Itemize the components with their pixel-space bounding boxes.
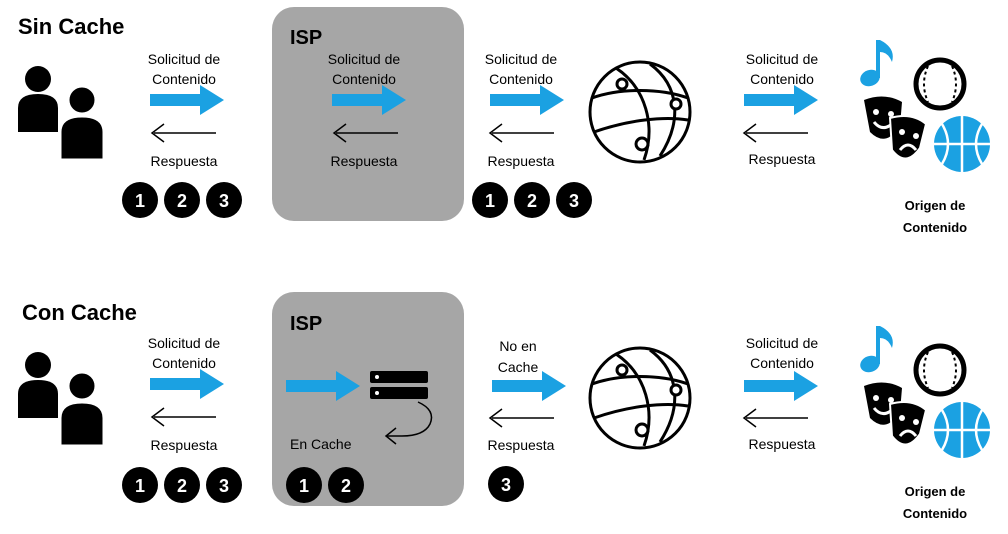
badge-group: 1 2 3: [122, 182, 242, 218]
request-label: Contenido: [332, 71, 396, 87]
response-arrow-icon: [489, 408, 555, 428]
request-arrow-icon: [150, 85, 224, 115]
response-label: Respuesta: [488, 437, 555, 453]
response-arrow-icon: [151, 407, 217, 427]
badge-group: 3: [488, 466, 524, 502]
badge-1: [472, 182, 508, 218]
request-arrow-icon: [492, 371, 566, 401]
response-label: Respuesta: [749, 151, 816, 167]
users-icon: [16, 64, 106, 162]
users-icon: [16, 350, 106, 448]
badge-number: 1: [135, 476, 145, 496]
origin-label: Origen de: [905, 484, 966, 499]
badge-1: [122, 182, 158, 218]
request-label: Solicitud de: [148, 335, 221, 351]
badge-number: 3: [569, 191, 579, 211]
request-label: Contenido: [750, 355, 814, 371]
badge-number: 1: [135, 191, 145, 211]
request-arrow-icon: [490, 85, 564, 115]
request-arrow-icon: [744, 371, 818, 401]
response-arrow-icon: [743, 123, 809, 143]
content-origin-icon: [858, 40, 990, 172]
badge-number: 3: [219, 476, 229, 496]
response-label: Respuesta: [488, 153, 555, 169]
badge-3: [206, 467, 242, 503]
badge-group: 1 2: [286, 467, 364, 503]
request-label: Solicitud de: [746, 335, 819, 351]
response-arrow-icon: [489, 123, 555, 143]
request-arrow-icon: [150, 369, 224, 399]
badge-2: [164, 467, 200, 503]
badge-2: [328, 467, 364, 503]
badge-1: [122, 467, 158, 503]
request-label: Solicitud de: [746, 51, 819, 67]
isp-box: [272, 292, 464, 506]
badge-number: 2: [341, 476, 351, 496]
response-label: Respuesta: [331, 153, 398, 169]
cache-server-icon: [370, 371, 433, 445]
request-label: Solicitud de: [148, 51, 221, 67]
response-label: Respuesta: [749, 436, 816, 452]
globe-icon: [588, 60, 692, 164]
badge-number: 1: [299, 476, 309, 496]
badge-2: [164, 182, 200, 218]
response-label: Respuesta: [151, 437, 218, 453]
in-cache-label: En Cache: [290, 436, 352, 452]
response-arrow-icon: [151, 123, 217, 143]
request-label: Solicitud de: [485, 51, 558, 67]
not-cached-label: Cache: [498, 359, 539, 375]
isp-label: ISP: [290, 313, 322, 335]
badge-3: [488, 466, 524, 502]
not-cached-label: No en: [499, 338, 536, 354]
origin-label: Contenido: [903, 220, 967, 235]
badge-number: 3: [219, 191, 229, 211]
request-label: Contenido: [489, 71, 553, 87]
response-arrow-icon: [743, 408, 809, 428]
badge-number: 2: [527, 191, 537, 211]
request-arrow-icon: [744, 85, 818, 115]
isp-label: ISP: [290, 27, 322, 49]
badge-number: 2: [177, 476, 187, 496]
badge-number: 3: [501, 475, 511, 495]
badge-3: [206, 182, 242, 218]
top-title: Sin Cache: [18, 14, 124, 39]
response-label: Respuesta: [151, 153, 218, 169]
bottom-title: Con Cache: [22, 300, 137, 325]
badge-group: 1 2 3: [472, 182, 592, 218]
isp-box: [272, 7, 464, 221]
badge-3: [556, 182, 592, 218]
request-label: Contenido: [152, 71, 216, 87]
content-origin-icon: [858, 326, 990, 458]
request-label: Solicitud de: [328, 51, 401, 67]
origin-label: Origen de: [905, 198, 966, 213]
globe-icon: [588, 346, 692, 450]
request-label: Contenido: [750, 71, 814, 87]
badge-number: 2: [177, 191, 187, 211]
badge-2: [514, 182, 550, 218]
origin-label: Contenido: [903, 506, 967, 521]
badge-1: [286, 467, 322, 503]
request-label: Contenido: [152, 355, 216, 371]
badge-number: 1: [485, 191, 495, 211]
badge-group: 1 2 3: [122, 467, 242, 503]
